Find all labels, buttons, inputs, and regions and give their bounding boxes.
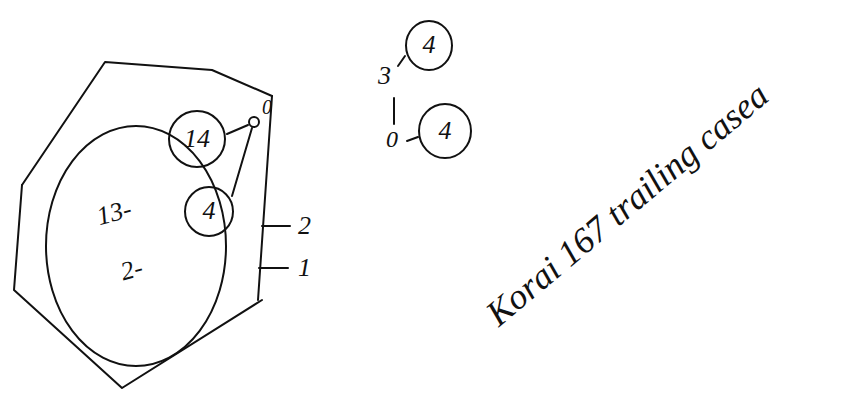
casing-outline <box>22 62 272 185</box>
callout-number: 4 <box>423 31 436 60</box>
handwritten-note: Korai 167 trailing casea <box>479 76 776 335</box>
ellipse-outline <box>45 125 227 367</box>
leader-line <box>407 137 418 141</box>
part-circle: 4 <box>405 20 453 71</box>
callout-number: 2 <box>298 212 311 241</box>
cavity-number: 13- <box>94 195 135 232</box>
tick-mark <box>259 267 288 269</box>
callout-number: 14 <box>184 125 210 154</box>
cavity-oval: 13- 2- <box>45 125 227 367</box>
leader-line <box>227 125 248 134</box>
cavity-number: 2- <box>118 254 146 287</box>
callout-number: 0 <box>386 126 398 152</box>
tick-mark <box>262 225 290 227</box>
callout-number: 1 <box>298 254 311 283</box>
callout-number: 3 <box>378 62 391 91</box>
leader-line <box>232 128 252 196</box>
leader-line <box>398 56 405 66</box>
leader-line <box>393 98 395 124</box>
callout-number: 4 <box>439 117 452 146</box>
callout-number: 4 <box>203 197 216 226</box>
part-circle: 4 <box>184 186 234 237</box>
part-circle: 14 <box>168 110 226 168</box>
casing-side <box>258 96 272 300</box>
small-ring <box>249 117 259 127</box>
part-circle: 4 <box>418 103 472 159</box>
ring-mark: 0 <box>262 96 272 118</box>
